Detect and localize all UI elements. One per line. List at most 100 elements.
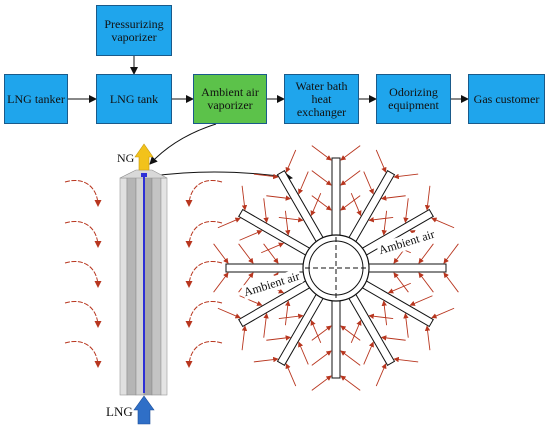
air-flow-arrow <box>340 145 361 161</box>
lng-tanker-label: LNG tanker <box>7 91 65 106</box>
air-flow-arrow <box>217 307 241 319</box>
air-flow-arrow <box>263 243 279 264</box>
air-flow-arrow <box>340 325 361 341</box>
connector-top-to-cross-section <box>152 171 293 181</box>
air-flow-arrow <box>213 272 229 293</box>
air-flow-arrow <box>241 185 248 211</box>
air-flow-arrow <box>387 282 411 294</box>
air-flow-arrow <box>380 195 406 201</box>
fin <box>360 279 434 328</box>
lng-up-arrow <box>133 395 155 425</box>
air-flow-arrow <box>368 313 394 320</box>
air-flow-arrow <box>381 300 388 326</box>
air-flow-arrow <box>443 272 459 293</box>
air-flow-arrow <box>418 243 434 264</box>
fin <box>276 170 325 244</box>
right-air-arrows <box>185 180 223 368</box>
odorizing-equipment-box: Odorizing equipment <box>376 74 451 124</box>
air-flow-arrow <box>431 217 455 229</box>
fin <box>347 292 396 366</box>
connector-vaporizer-to-detail <box>149 123 217 165</box>
air-flow-arrow <box>311 350 332 366</box>
air-flow-arrow <box>239 230 263 241</box>
vaporizer-column <box>119 169 168 396</box>
air-flow-arrow <box>340 170 361 186</box>
fin <box>347 170 396 244</box>
air-flow-arrow <box>253 356 279 363</box>
air-flow-arrow <box>340 375 361 391</box>
air-flow-arrow <box>424 185 431 211</box>
air-flow-arrow <box>266 195 292 201</box>
air-flow-arrow <box>403 198 409 224</box>
air-flow-arrow <box>241 325 248 351</box>
air-flow-arrow <box>418 272 434 293</box>
air-flow-arrow <box>443 243 459 264</box>
air-flow-arrow <box>263 198 269 224</box>
air-flow-arrow <box>350 319 362 343</box>
ambient-air-vaporizer-label: Ambient air vaporizer <box>201 85 259 112</box>
fin <box>331 298 341 379</box>
air-flow-arrow <box>278 216 304 223</box>
left-air-arrows <box>64 180 102 368</box>
air-flow-arrow <box>375 363 387 387</box>
water-bath-box: Water bath heat exchanger <box>284 74 359 124</box>
pressurizing-vaporizer-box: Pressurizing vaporizer <box>96 5 172 56</box>
air-flow-arrow <box>266 335 292 341</box>
air-flow-arrow <box>284 210 291 236</box>
air-flow-arrow <box>298 171 309 195</box>
air-flow-arrow <box>363 171 374 195</box>
air-flow-arrow <box>263 312 269 338</box>
air-flow-arrow <box>311 195 332 211</box>
pressurizing-vaporizer-label: Pressurizing vaporizer <box>104 16 164 44</box>
ng-up-arrow <box>134 143 154 171</box>
odorizing-equipment-label: Odorizing equipment <box>388 85 439 112</box>
gas-customer-label: Gas customer <box>473 91 540 106</box>
air-flow-arrow <box>284 300 291 326</box>
lng-tank-label: LNG tank <box>109 91 159 106</box>
fin <box>238 208 312 257</box>
air-flow-arrow <box>381 210 388 236</box>
gas-customer-box: Gas customer <box>468 74 545 124</box>
air-flow-arrow <box>424 325 431 351</box>
air-flow-arrow <box>340 350 361 366</box>
lng-label: LNG <box>106 404 133 419</box>
air-flow-arrow <box>393 272 409 293</box>
air-flow-arrow <box>311 375 332 391</box>
air-flow-arrow <box>431 307 455 319</box>
air-flow-arrow <box>239 295 263 306</box>
air-flow-arrow <box>350 193 362 217</box>
fin <box>366 263 447 273</box>
air-flow-arrow <box>285 363 297 387</box>
air-flow-arrow <box>310 319 322 343</box>
air-flow-arrow <box>217 217 241 229</box>
air-flow-arrow <box>278 313 304 320</box>
air-flow-arrow <box>261 242 285 254</box>
air-flow-arrow <box>253 173 279 180</box>
air-flow-arrow <box>368 216 394 223</box>
air-flow-arrow <box>238 243 254 264</box>
ambient-air-vaporizer-box: Ambient air vaporizer <box>193 74 267 124</box>
air-flow-arrow <box>311 145 332 161</box>
lng-tanker-box: LNG tanker <box>4 74 68 124</box>
air-flow-arrow <box>311 325 332 341</box>
air-flow-arrow <box>380 335 406 341</box>
air-flow-arrow <box>340 195 361 211</box>
air-flow-arrow <box>375 149 387 173</box>
fin <box>276 292 325 366</box>
ng-label: NG <box>117 151 135 165</box>
air-flow-arrow <box>393 173 419 180</box>
air-flow-arrow <box>298 341 309 365</box>
air-flow-arrow <box>403 312 409 338</box>
water-bath-label: Water bath heat exchanger <box>295 78 348 119</box>
lng-tank-box: LNG tank <box>96 74 172 124</box>
air-flow-arrow <box>311 170 332 186</box>
air-flow-arrow <box>363 341 374 365</box>
air-flow-arrow <box>213 243 229 264</box>
air-flow-arrow <box>285 149 297 173</box>
air-flow-arrow <box>409 295 433 306</box>
cross-section-view <box>213 145 459 391</box>
air-flow-arrow <box>393 356 419 363</box>
air-flow-arrow <box>310 193 322 217</box>
fin <box>331 157 341 238</box>
